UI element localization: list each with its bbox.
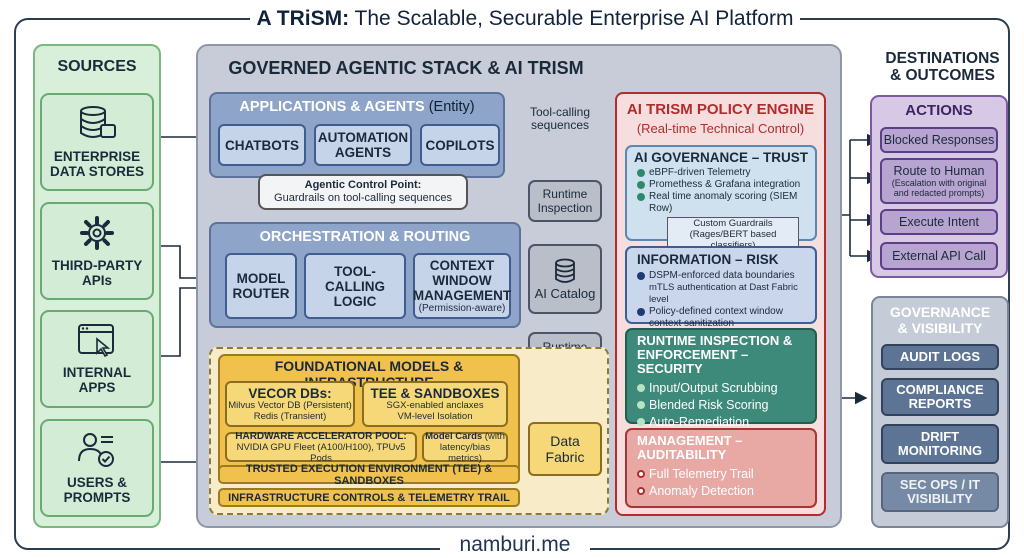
alert-icon bbox=[637, 272, 645, 280]
check-icon bbox=[637, 384, 645, 392]
audit-logs-box[interactable]: AUDIT LOGS bbox=[881, 344, 999, 370]
arrow-apps-orch bbox=[155, 281, 210, 357]
management-item: Full Telemetry Trail bbox=[637, 466, 809, 483]
model-cards-box[interactable]: Model Cards (with latency/bias metrics) bbox=[422, 431, 508, 464]
gear-icon bbox=[80, 216, 114, 250]
context-window-box[interactable]: CONTEXT WINDOW MANAGEMENT(Permission-awa… bbox=[413, 253, 511, 319]
ai-catalog-label: AI Catalog bbox=[534, 285, 596, 301]
check-icon bbox=[637, 193, 645, 201]
tool-calling-label: Tool-calling sequences bbox=[529, 105, 591, 132]
policy-title: AI TRISM POLICY ENGINE bbox=[626, 101, 815, 118]
check-icon bbox=[637, 418, 645, 426]
tee-bar: TRUSTED EXECUTION ENVIRONMENT (TEE) & SA… bbox=[218, 463, 520, 487]
source-label: THIRD-PARTY APIs bbox=[51, 258, 143, 288]
source-internal-apps[interactable]: INTERNAL APPS bbox=[40, 310, 154, 408]
chatbots-box[interactable]: CHATBOTS bbox=[218, 124, 306, 166]
management-title: MANAGEMENT – AUDITABILITY bbox=[637, 433, 743, 462]
runtime-item: Blended Risk Scoring bbox=[637, 397, 809, 414]
check-icon bbox=[637, 487, 645, 495]
arrow-apis-orch bbox=[155, 245, 210, 285]
source-label: INTERNAL APPS bbox=[62, 365, 132, 395]
tee-sandboxes-box[interactable]: TEE & SANDBOXES SGX-enabled anclaxes VM-… bbox=[362, 381, 508, 427]
governance-title: AI GOVERNANCE – TRUST bbox=[633, 150, 809, 165]
automation-agents-box[interactable]: AUTOMATION AGENTS bbox=[314, 124, 412, 166]
drift-monitoring-box[interactable]: DRIFT MONITORING bbox=[881, 424, 999, 464]
runtime-security-section: RUNTIME INSPECTION & ENFORCEMENT – SECUR… bbox=[625, 328, 817, 429]
model-router-box[interactable]: MODEL ROUTER bbox=[225, 253, 297, 319]
cwm-note: (Permission-aware) bbox=[418, 303, 506, 314]
database-icon bbox=[80, 106, 116, 138]
app-window-icon bbox=[78, 324, 114, 358]
hardware-pool-box[interactable]: HARDWARE ACCELERATOR POOL: NVIDIA GPU Fl… bbox=[225, 431, 417, 464]
check-icon bbox=[637, 401, 645, 409]
callout-text: Guardrails on tool-calling sequences bbox=[274, 192, 452, 204]
database-icon bbox=[555, 258, 575, 283]
governance-item: Promethess & Grafana integration bbox=[637, 179, 807, 191]
source-enterprise-data-stores[interactable]: ENTERPRISE DATA STORES bbox=[40, 93, 154, 191]
information-item: mTLS authentication at Dast Fabric level bbox=[649, 282, 798, 305]
title-rest: The Scalable, Securable Enterprise AI Pl… bbox=[349, 7, 794, 30]
page-title: A TRiSM: The Scalable, Securable Enterpr… bbox=[250, 4, 800, 34]
information-item: DSPM-enforced data boundaries bbox=[637, 270, 809, 282]
compliance-reports-box[interactable]: COMPLIANCE REPORTS bbox=[881, 378, 999, 416]
information-item: Policy-defined context window context sa… bbox=[637, 306, 809, 330]
source-label: ENTERPRISE DATA STORES bbox=[49, 149, 144, 179]
data-fabric-box[interactable]: Data Fabric bbox=[528, 422, 602, 476]
users-check-icon bbox=[78, 433, 114, 467]
footer-credit: namburi.me bbox=[440, 533, 590, 557]
ai-catalog-box[interactable]: AI Catalog bbox=[528, 244, 602, 314]
applications-agents-title: APPLICATIONS & AGENTS (Entity) bbox=[239, 99, 475, 115]
runtime-title: RUNTIME INSPECTION & ENFORCEMENT – SECUR… bbox=[637, 333, 793, 376]
action-execute-intent[interactable]: Execute Intent bbox=[880, 209, 998, 235]
infra-controls-bar: INFRASTRUCTURE CONTROLS & TELEMETRY TRAI… bbox=[218, 488, 520, 507]
vector-dbs-box[interactable]: VECOR DBs: Milvus Vector DB (Persistent)… bbox=[225, 381, 355, 427]
information-risk-section: INFORMATION – RISK DSPM-enforced data bo… bbox=[625, 246, 817, 329]
governance-item: Real time anomaly scoring (SIEM Row) bbox=[637, 191, 807, 215]
check-icon bbox=[637, 470, 645, 478]
agentic-control-point-callout: Agentic Control Point: Guardrails on too… bbox=[258, 174, 468, 210]
source-third-party-apis[interactable]: THIRD-PARTY APIs bbox=[40, 202, 154, 300]
runtime-inspection-top[interactable]: Runtime Inspection bbox=[528, 180, 602, 222]
governance-visibility-title: GOVERNANCE & VISIBILITY bbox=[889, 304, 991, 336]
destinations-heading: DESTINATIONS & OUTCOMES bbox=[885, 50, 1000, 84]
policy-subtitle: (Real-time Technical Control) bbox=[636, 121, 805, 136]
action-route-to-human[interactable]: Route to Human(Escalation with original … bbox=[880, 158, 998, 204]
secops-visibility-box[interactable]: SEC OPS / IT VISIBILITY bbox=[881, 472, 999, 512]
management-auditability-section: MANAGEMENT – AUDITABILITY Full Telemetry… bbox=[625, 428, 817, 508]
runtime-item: Input/Output Scrubbing bbox=[637, 380, 809, 397]
sources-heading: SOURCES bbox=[57, 58, 137, 75]
source-users-prompts[interactable]: USERS & PROMPTS bbox=[40, 419, 154, 517]
alert-icon bbox=[637, 308, 645, 316]
check-icon bbox=[637, 181, 645, 189]
governance-item: eBPF-driven Telemetry bbox=[637, 167, 807, 179]
action-blocked-responses[interactable]: Blocked Responses bbox=[880, 127, 998, 153]
copilots-box[interactable]: COPILOTS bbox=[420, 124, 500, 166]
title-bold: A TRiSM: bbox=[256, 7, 350, 30]
runtime-item: Auto-Remediation bbox=[637, 414, 809, 431]
tool-calling-logic-box[interactable]: TOOL-CALLING LOGIC bbox=[304, 253, 406, 319]
orchestration-title: ORCHESTRATION & ROUTING bbox=[259, 229, 471, 245]
stack-heading: GOVERNED AGENTIC STACK & AI TRISM bbox=[228, 58, 584, 78]
governance-trust-section: AI GOVERNANCE – TRUST eBPF-driven Teleme… bbox=[625, 145, 817, 252]
action-external-api-call[interactable]: External API Call bbox=[880, 242, 998, 270]
check-icon bbox=[637, 169, 645, 177]
source-label: USERS & PROMPTS bbox=[63, 475, 131, 505]
callout-title: Agentic Control Point: bbox=[304, 179, 422, 191]
management-item: Anomaly Detection bbox=[637, 483, 809, 500]
information-title: INFORMATION – RISK bbox=[637, 252, 779, 267]
actions-title: ACTIONS bbox=[905, 102, 973, 119]
